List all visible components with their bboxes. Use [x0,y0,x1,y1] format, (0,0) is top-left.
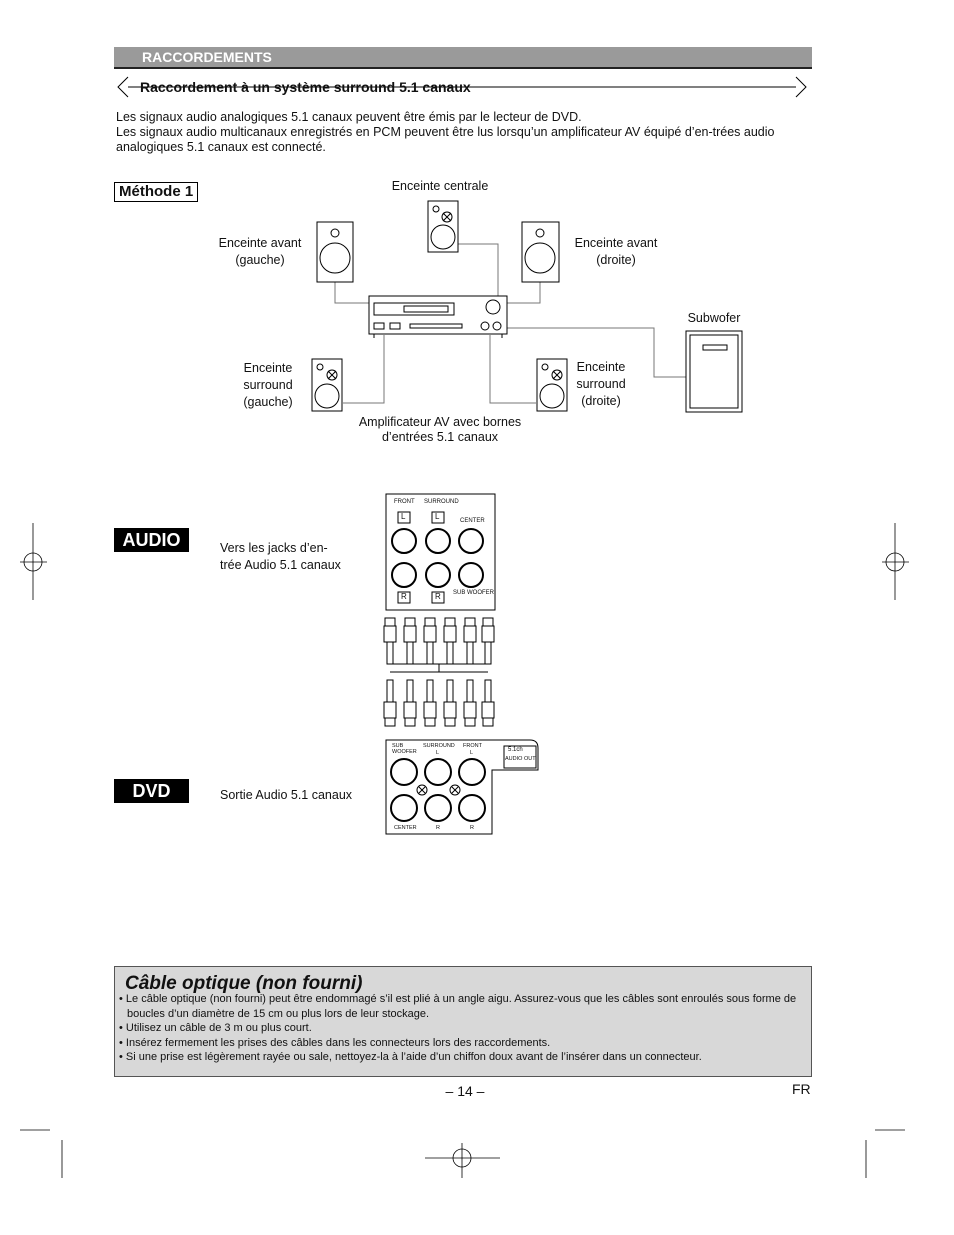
intro-line-1: Les signaux audio analogiques 5.1 canaux… [116,110,582,124]
surround-right-speaker [536,358,568,412]
intro-line-2: Les signaux audio multicanaux enregistré… [116,125,775,154]
label-amplifier: Amplificateur AV avec bornes d’entrées 5… [358,415,522,444]
dvd-surround-label: SURROUND [423,743,455,749]
dvd-tag: DVD [114,779,189,803]
dvd-r-2: R [470,825,474,831]
label-surround-left: Enceinte surround (gauche) [243,361,293,409]
audio-tag: AUDIO [114,528,189,552]
note-box: Câble optique (non fourni) Le câble opti… [114,966,812,1077]
note-list: Le câble optique (non fourni) peut être … [115,992,811,1065]
method-label: Méthode 1 [114,182,199,202]
amplifier [368,295,508,338]
label-front-left: Enceinte avant (gauche) [218,236,302,267]
dvd-caption: Sortie Audio 5.1 canaux [220,788,353,802]
panel-center-label: CENTER [460,518,485,524]
label-surround-right: Enceinte surround (droite) [576,360,626,408]
panel-l-1: L [401,512,406,521]
front-left-speaker [316,221,354,283]
dvd-front-l: L [470,750,474,756]
surround-left-speaker [311,358,343,412]
label-center: Enceinte centrale [391,179,489,193]
subwoofer-box [685,330,743,413]
panel-surround-label: SURROUND [424,499,459,505]
panel-sub-label: SUB WOOFER [453,590,495,596]
center-speaker [427,200,459,253]
note-item: Le câble optique (non fourni) peut être … [117,992,801,1021]
dvd-output-panel [385,739,539,835]
dvd-surround-l: L [436,750,440,756]
dvd-r-1: R [436,825,440,831]
panel-front-label: FRONT [394,499,415,505]
note-item: Si une prise est légèrement rayée ou sal… [117,1050,801,1065]
language-code: FR [792,1081,811,1097]
front-right-speaker [521,221,560,283]
dvd-sub-label: SUB WOOFER [392,743,417,755]
dvd-center-label: CENTER [394,825,417,831]
subsection-title: Raccordement à un système surround 5.1 c… [140,79,471,95]
note-title: Câble optique (non fourni) [125,973,363,994]
intro-text: Les signaux audio analogiques 5.1 canaux… [116,110,806,155]
panel-r-2: R [435,592,441,601]
note-item: Insérez fermement les prises des câbles … [117,1036,801,1051]
note-item: Utilisez un câble de 3 m ou plus court. [117,1021,801,1036]
audio-caption: Vers les jacks d’en-trée Audio 5.1 canau… [220,541,341,572]
dvd-badge-2: AUDIO OUT [505,756,536,762]
panel-l-2: L [435,512,440,521]
section-title: RACCORDEMENTS [142,49,272,65]
dvd-front-label: FRONT [463,743,482,749]
label-front-right: Enceinte avant (droite) [574,236,658,267]
label-subwoofer: Subwofer [687,311,741,325]
dvd-badge-1: 5.1ch [508,747,523,753]
section-header: RACCORDEMENTS [114,47,812,69]
panel-r-1: R [401,592,407,601]
page-number: – 14 – [445,1083,485,1099]
